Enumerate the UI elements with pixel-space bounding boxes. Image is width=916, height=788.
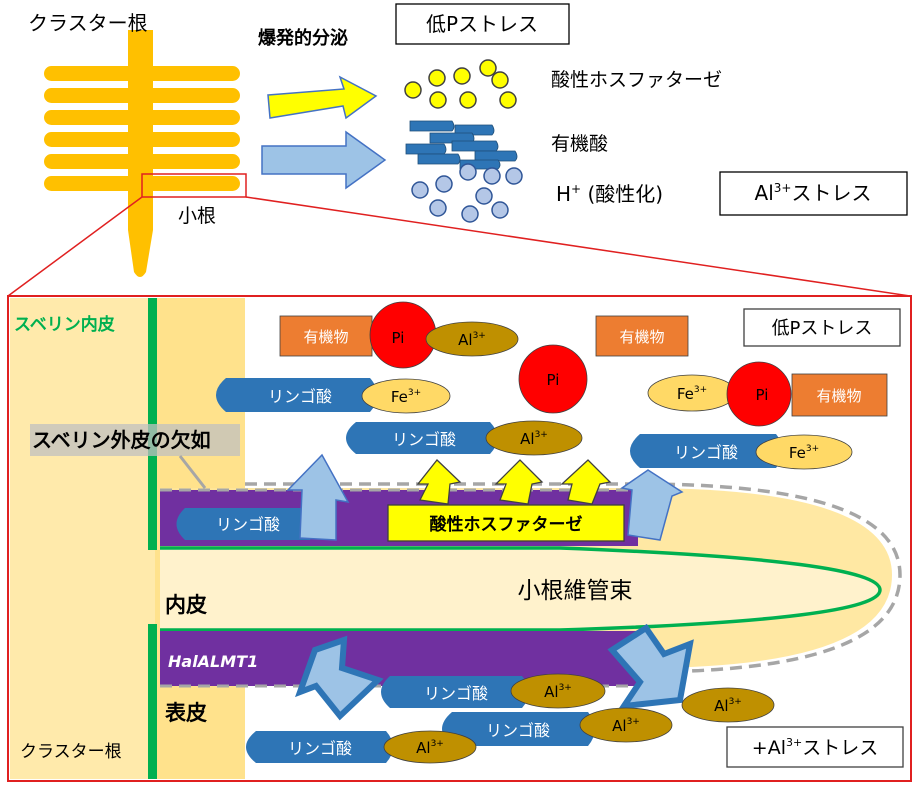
malate-3: リンゴ酸 [674,443,738,462]
al-stress-label-top: Al3+ストレス [755,181,872,205]
pi-2: Pi [547,371,560,389]
acid-phosphatase-molecules [404,59,517,109]
blue-arrow-icon [261,130,387,190]
zoom-line-right [245,196,911,297]
suberin-endodermis-bar-lower [148,624,157,779]
organic-acid-label: 有機酸 [551,133,608,155]
proton-label: H+ (酸性化) [556,182,663,206]
low-p-stress-label-zoom: 低Pストレス [772,318,873,339]
suberin-endodermis-label: スベリン内皮 [14,314,115,335]
halalmt1-efflux-arrow-left-icon [295,635,384,721]
organic-matter-2: 有機物 [619,328,664,346]
al-2: Al3+ [520,430,548,448]
pi-1: Pi [392,329,405,347]
malate-5: リンゴ酸 [486,721,550,740]
epidermis-label: 表皮 [165,701,207,725]
yellow-arrow-icon [267,75,378,120]
suberin-exodermis-lack-label: スベリン外皮の欠如 [32,428,211,452]
al-3: Al3+ [544,683,572,701]
low-p-stress-box-top [395,3,570,45]
organic-matter-3: 有機物 [816,387,861,405]
al-6: Al3+ [416,739,444,757]
rootlet-label: 小根 [178,205,216,227]
pi-3: Pi [756,386,769,404]
cluster-root-illustration [44,30,240,277]
malate-1: リンゴ酸 [268,387,332,406]
al-4: Al3+ [714,697,742,715]
fe-2: Fe3+ [391,388,421,406]
malate-4: リンゴ酸 [424,684,488,703]
malate-2: リンゴ酸 [392,430,456,449]
organic-acid-molecules [405,120,518,170]
rootlet-highlight-box [141,173,247,198]
malate-efflux-arrow-right-icon [620,469,684,541]
organic-matter-1: 有機物 [303,328,348,346]
low-p-stress-box-zoom [743,308,901,347]
fe-1: Fe3+ [677,385,707,403]
malate-efflux-arrow-left-icon [286,453,350,541]
halalmt1-label: HalALMT1 [168,652,258,671]
halalmt1-efflux-arrow-right-icon [607,623,694,710]
proton-molecules [411,163,523,223]
malate-upper-epidermis: リンゴ酸 [216,515,280,534]
low-p-stress-label-top: 低Pストレス [426,12,538,36]
plus-al-stress-label: +Al3+ストレス [752,736,878,759]
vascular-bundle [160,548,880,630]
endodermis-line [160,546,882,632]
zoom-line-left [7,196,143,297]
vascular-bundle-label: 小根維管束 [518,578,633,604]
cluster-root-label-zoom: クラスター根 [20,742,122,762]
al-5: Al3+ [612,717,640,735]
al-stress-box-top [719,171,908,216]
burst-secretion-label: 爆発的分泌 [258,27,348,49]
rootlet-outline [245,482,902,674]
cluster-root-label: クラスター根 [28,11,148,35]
al-1: Al3+ [458,331,486,349]
phosphatase-secretion-arrows [416,459,612,505]
fe-3: Fe3+ [789,444,819,462]
plus-al-stress-box [726,726,904,768]
acid-phosphatase-box-label: 酸性ホスファターゼ [430,514,583,535]
malate-6: リンゴ酸 [288,739,352,758]
acid-phosphatase-label: 酸性ホスファターゼ [551,69,722,91]
acid-phosphatase-box [387,504,625,542]
endodermis-label: 内皮 [165,593,207,617]
